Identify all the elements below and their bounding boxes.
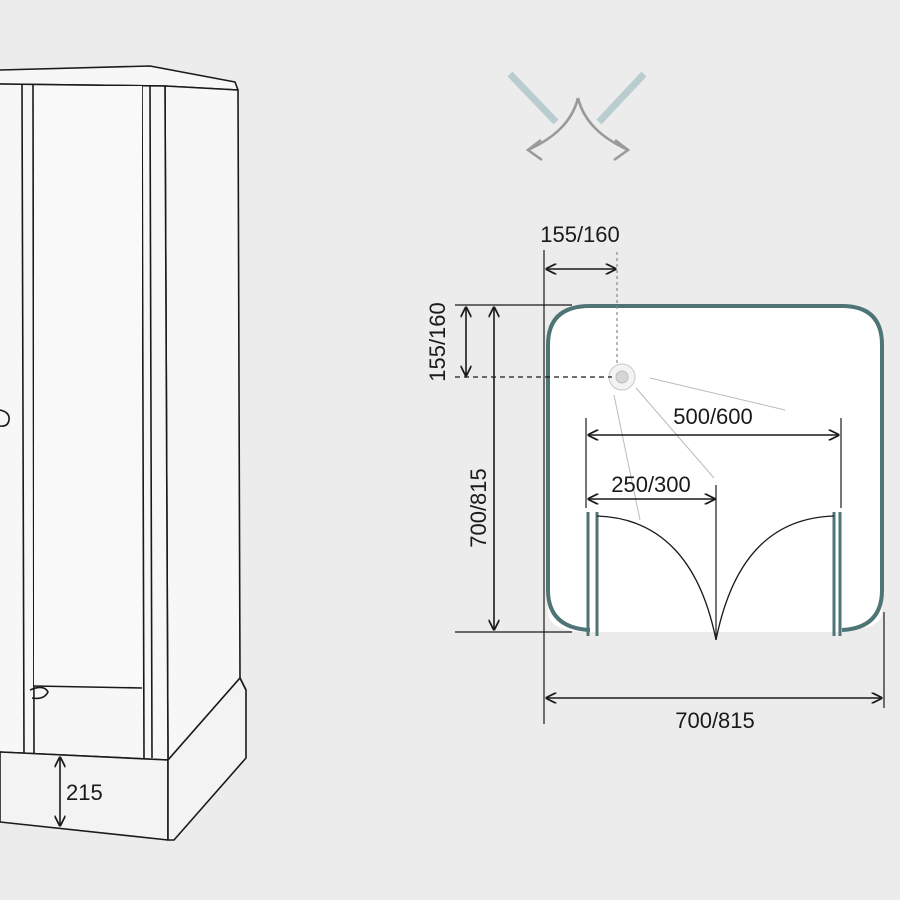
width-label: 700/815 (675, 708, 755, 733)
door-posts (586, 512, 842, 636)
cabin-perspective-view (0, 65, 247, 841)
door-swing-arcs (596, 515, 835, 641)
base-height-label: 215 (66, 780, 103, 805)
cabin-door-bottom-edge (33, 685, 143, 689)
dimension-arrows (466, 269, 882, 698)
extension-lines (455, 250, 885, 724)
drain-offset-x-label: 155/160 (540, 222, 620, 247)
cabin-profile-right-inner (141, 85, 145, 759)
door-open-direction-icon (507, 71, 647, 162)
swing-arrowhead-right-icon (613, 138, 631, 162)
cabin-side-panel (164, 85, 241, 761)
door-swing-right (715, 515, 835, 641)
cabin-profile-left-outer (21, 83, 25, 756)
door-leaf-label: 250/300 (611, 472, 691, 497)
plan-view: 155/160 155/160 700/815 500/600 250/300 … (425, 222, 885, 733)
door-leaf-right-icon (596, 71, 647, 125)
cabin-drain-hint (29, 686, 49, 700)
swing-arc-left-icon (527, 97, 580, 152)
cabin-base-corner (239, 677, 247, 691)
door-leaf-left-icon (507, 71, 559, 125)
cabin-door-glass (34, 86, 142, 686)
tray-fill (548, 306, 882, 632)
door-swing-left (596, 515, 717, 641)
tray-outline (546, 304, 884, 632)
depth-label: 700/815 (466, 468, 491, 548)
door-handle-icon (0, 409, 10, 427)
cabin-profile-left-inner (32, 83, 35, 756)
cabin-profile-right-outer (149, 85, 153, 759)
swing-arrowhead-left-icon (525, 138, 543, 162)
swing-arc-right-icon (576, 97, 629, 152)
drain-offset-y-label: 155/160 (425, 302, 450, 382)
drain-ray-1 (649, 377, 786, 411)
drain-icon (608, 363, 636, 391)
door-span-label: 500/600 (673, 404, 753, 429)
